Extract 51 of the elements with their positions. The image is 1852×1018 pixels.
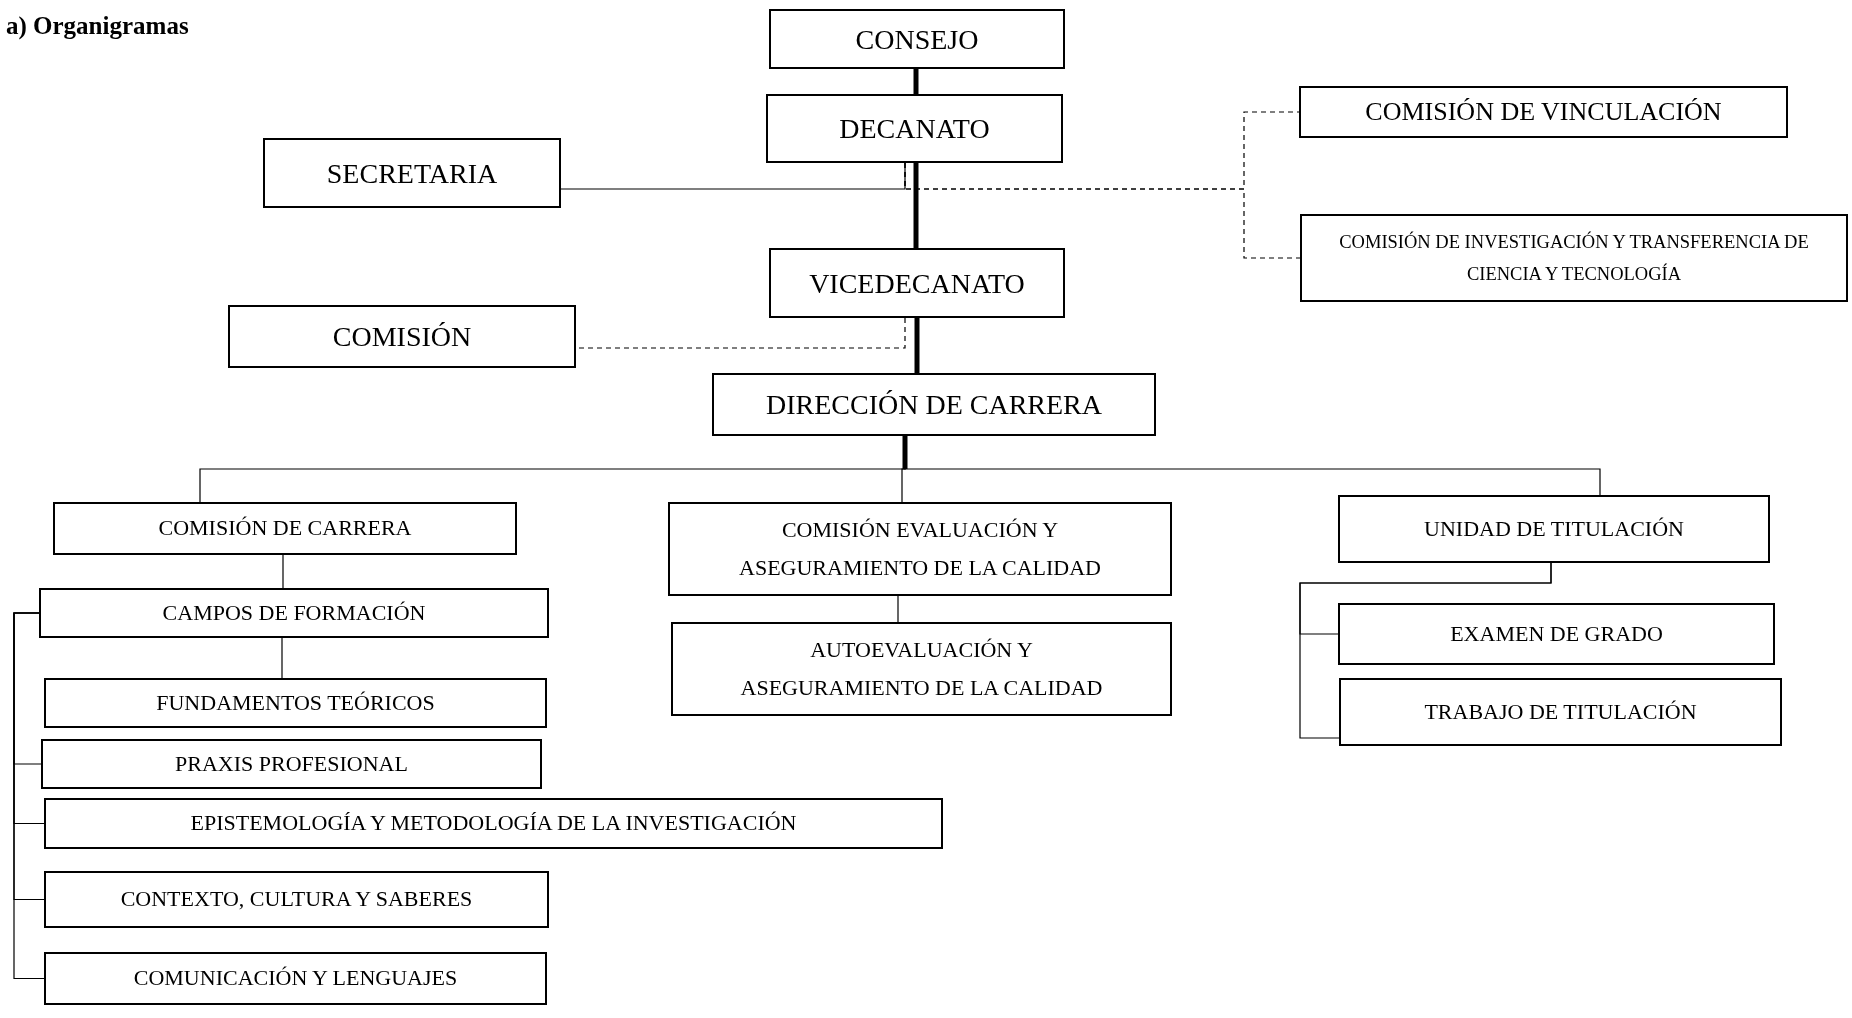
org-unit-box bbox=[1299, 86, 1788, 138]
org-unit-box bbox=[1339, 678, 1782, 746]
org-unit-box bbox=[39, 588, 549, 638]
org-unit-box bbox=[1338, 495, 1770, 563]
org-unit-box bbox=[44, 871, 549, 928]
dashed-connector bbox=[904, 162, 1301, 259]
org-unit-box bbox=[263, 138, 561, 208]
org-unit-box bbox=[44, 952, 547, 1005]
unit-name: COMISIÓN EVALUACIÓN Y ASEGURAMIENTO DE LA CALIDAD bbox=[738, 515, 1102, 582]
unit-name: PRAXIS PROFESIONAL bbox=[175, 749, 408, 778]
org-unit-box bbox=[53, 502, 517, 555]
org-unit-box bbox=[712, 373, 1156, 436]
connector-line bbox=[902, 436, 908, 469]
connector-line bbox=[914, 318, 920, 373]
unit-name: AUTOEVALUACIÓN Y ASEGURAMIENTO DE LA CALIDAD bbox=[739, 635, 1104, 702]
unit-name: EPISTEMOLOGÍA Y METODOLOGÍA DE LA INVESTIGACIÓN bbox=[190, 809, 797, 838]
diagram-title: a) Organigramas bbox=[6, 12, 189, 40]
unit-name: COMISIÓN bbox=[332, 320, 472, 354]
unit-name: EXAMEN DE GRADO bbox=[1450, 619, 1663, 648]
unit-name: DIRECCIÓN DE CARRERA bbox=[766, 388, 1102, 422]
connector-line bbox=[13, 612, 45, 980]
org-unit-box bbox=[41, 739, 542, 789]
unit-name: DECANATO bbox=[839, 112, 990, 146]
connector-line bbox=[1299, 562, 1552, 739]
unit-name: CONTEXTO, CULTURA Y SABERES bbox=[120, 885, 473, 914]
unit-name: TRABAJO DE TITULACIÓN bbox=[1424, 697, 1697, 726]
unit-name: SECRETARIA bbox=[326, 156, 498, 191]
unit-name: UNIDAD DE TITULACIÓN bbox=[1424, 514, 1684, 543]
unit-name: CAMPOS DE FORMACIÓN bbox=[162, 598, 426, 627]
unit-name: COMISIÓN DE VINCULACIÓN bbox=[1365, 96, 1722, 129]
org-unit-box bbox=[769, 248, 1065, 318]
org-unit-box bbox=[766, 94, 1063, 163]
unit-name: VICEDECANATO bbox=[809, 266, 1025, 301]
connector-line bbox=[897, 595, 899, 623]
org-unit-box bbox=[769, 9, 1065, 69]
org-unit-box bbox=[228, 305, 576, 368]
unit-name: FUNDAMENTOS TEÓRICOS bbox=[156, 688, 435, 717]
unit-name: COMUNICACIÓN Y LENGUAJES bbox=[133, 964, 458, 993]
org-unit-box bbox=[1338, 603, 1775, 665]
connector-line bbox=[913, 163, 919, 248]
org-unit-box bbox=[1300, 214, 1848, 302]
unit-name: COMISIÓN DE CARRERA bbox=[158, 514, 412, 543]
org-unit-box bbox=[668, 502, 1172, 596]
org-unit-box bbox=[44, 798, 943, 849]
connector-line bbox=[281, 637, 283, 679]
unit-name: CONSEJO bbox=[855, 22, 979, 57]
connector-line bbox=[282, 554, 284, 589]
unit-name: COMISIÓN DE INVESTIGACIÓN Y TRANSFERENCIA DE CIENCIA Y TECNOLOGÍA bbox=[1338, 230, 1810, 286]
org-unit-box bbox=[44, 678, 547, 728]
connector-line bbox=[913, 69, 919, 94]
org-unit-box bbox=[671, 622, 1172, 716]
